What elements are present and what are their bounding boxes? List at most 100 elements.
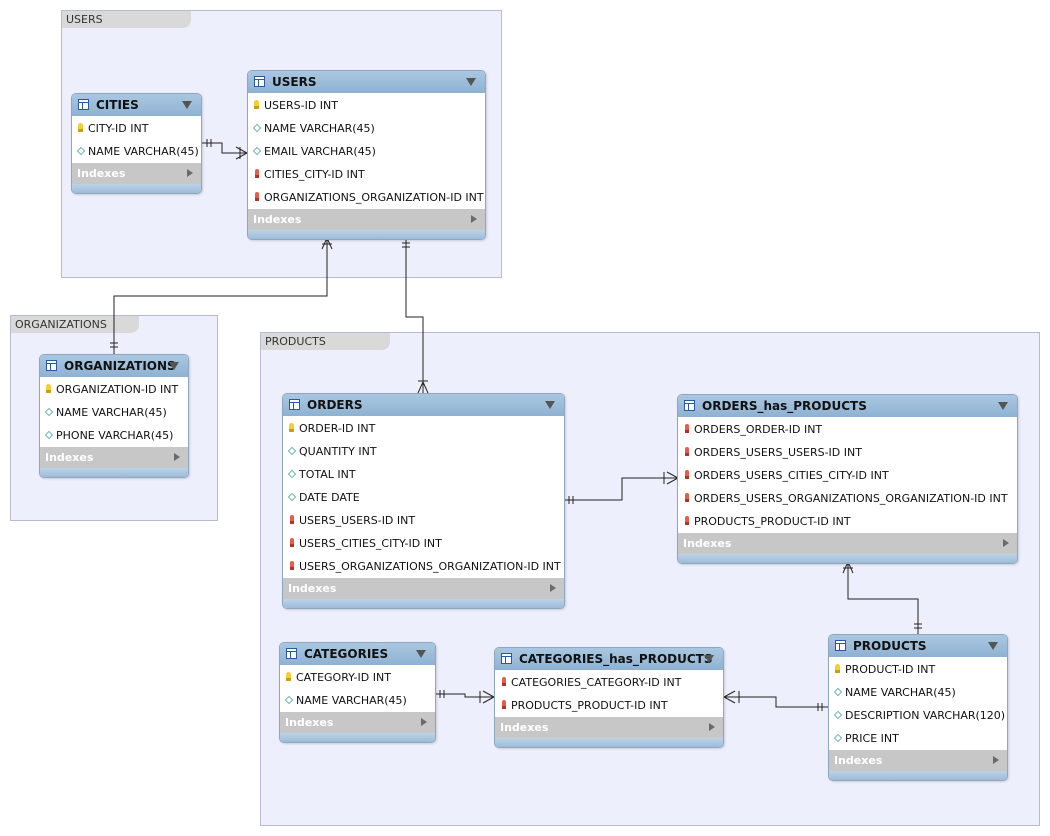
column-row[interactable]: TOTAL INT: [283, 463, 564, 486]
column-row[interactable]: PRODUCTS_PRODUCT-ID INT: [495, 694, 723, 717]
column-label: ORDERS_ORDER-ID INT: [694, 423, 823, 436]
column-row[interactable]: ORGANIZATIONS_ORGANIZATION-ID INT: [248, 186, 485, 209]
indexes-section[interactable]: Indexes: [40, 447, 188, 468]
expand-arrow-icon[interactable]: [174, 453, 180, 461]
collapse-arrow-icon[interactable]: [988, 642, 998, 650]
table-name: ORDERS_has_PRODUCTS: [702, 399, 867, 413]
layer-title: PRODUCTS: [261, 333, 390, 350]
column-row[interactable]: QUANTITY INT: [283, 440, 564, 463]
indexes-section[interactable]: Indexes: [280, 712, 435, 733]
column-row[interactable]: USERS_ORGANIZATIONS_ORGANIZATION-ID INT: [283, 555, 564, 578]
table-header[interactable]: CATEGORIES_has_PRODUCTS: [495, 648, 723, 670]
indexes-section[interactable]: Indexes: [72, 163, 201, 184]
indexes-section[interactable]: Indexes: [248, 209, 485, 230]
table-header[interactable]: CATEGORIES: [280, 643, 435, 665]
column-row[interactable]: CITIES_CITY-ID INT: [248, 163, 485, 186]
foreign-key-icon: [290, 515, 294, 524]
column-row[interactable]: USERS-ID INT: [248, 94, 485, 117]
column-row[interactable]: NAME VARCHAR(45): [72, 140, 201, 163]
indexes-label: Indexes: [285, 716, 334, 729]
column-row[interactable]: ORDERS_USERS_CITIES_CITY-ID INT: [678, 464, 1017, 487]
collapse-arrow-icon[interactable]: [416, 650, 426, 658]
column-row[interactable]: CITY-ID INT: [72, 117, 201, 140]
column-row[interactable]: PRODUCTS_PRODUCT-ID INT: [678, 510, 1017, 533]
indexes-section[interactable]: Indexes: [829, 750, 1007, 771]
column-row[interactable]: CATEGORY-ID INT: [280, 666, 435, 689]
column-diamond-icon: [252, 123, 262, 133]
relationship-users-organizations: [113, 238, 328, 354]
column-label: ORDERS_USERS_USERS-ID INT: [694, 446, 862, 459]
collapse-arrow-icon[interactable]: [545, 401, 555, 409]
column-row[interactable]: USERS_USERS-ID INT: [283, 509, 564, 532]
collapse-arrow-icon[interactable]: [182, 101, 192, 109]
column-diamond-icon: [76, 146, 86, 156]
collapse-arrow-icon[interactable]: [466, 78, 476, 86]
column-diamond-icon: [252, 146, 262, 156]
expand-arrow-icon[interactable]: [1003, 539, 1009, 547]
column-row[interactable]: DATE DATE: [283, 486, 564, 509]
column-row[interactable]: USERS_CITIES_CITY-ID INT: [283, 532, 564, 555]
column-list: ORDERS_ORDER-ID INT ORDERS_USERS_USERS-ID…: [678, 417, 1017, 533]
table-icon: [46, 360, 57, 371]
primary-key-icon: [254, 100, 259, 109]
collapse-arrow-icon[interactable]: [998, 402, 1008, 410]
expand-arrow-icon[interactable]: [471, 215, 477, 223]
column-row[interactable]: DESCRIPTION VARCHAR(120): [829, 704, 1007, 727]
column-row[interactable]: CATEGORIES_CATEGORY-ID INT: [495, 671, 723, 694]
column-label: ORDERS_USERS_CITIES_CITY-ID INT: [694, 469, 889, 482]
column-label: ORDER-ID INT: [299, 422, 376, 435]
table-name: PRODUCTS: [853, 639, 927, 653]
expand-arrow-icon[interactable]: [709, 723, 715, 731]
column-row[interactable]: NAME VARCHAR(45): [829, 681, 1007, 704]
foreign-key-icon: [685, 447, 689, 456]
collapse-arrow-icon[interactable]: [169, 362, 179, 370]
expand-arrow-icon[interactable]: [993, 756, 999, 764]
column-row[interactable]: PRICE INT: [829, 727, 1007, 750]
column-row[interactable]: ORDERS_USERS_ORGANIZATIONS_ORGANIZATION-…: [678, 487, 1017, 510]
expand-arrow-icon[interactable]: [187, 169, 193, 177]
column-row[interactable]: ORDERS_ORDER-ID INT: [678, 418, 1017, 441]
table-header[interactable]: ORDERS_has_PRODUCTS: [678, 395, 1017, 417]
table-users[interactable]: USERS USERS-ID INT NAME VARCHAR(45)EMAIL V…: [247, 70, 486, 240]
column-label: NAME VARCHAR(45): [88, 145, 199, 158]
column-row[interactable]: ORGANIZATION-ID INT: [40, 378, 188, 401]
column-row[interactable]: NAME VARCHAR(45): [280, 689, 435, 712]
expand-arrow-icon[interactable]: [550, 584, 556, 592]
relationship-ohp-orders: [564, 477, 678, 501]
indexes-section[interactable]: Indexes: [283, 578, 564, 599]
expand-arrow-icon[interactable]: [421, 718, 427, 726]
table-header[interactable]: CITIES: [72, 94, 201, 116]
column-row[interactable]: PRODUCT-ID INT: [829, 658, 1007, 681]
column-row[interactable]: NAME VARCHAR(45): [248, 117, 485, 140]
column-row[interactable]: ORDERS_USERS_USERS-ID INT: [678, 441, 1017, 464]
table-header[interactable]: USERS: [248, 71, 485, 93]
cardinality-one-mark: [914, 623, 922, 629]
table-header[interactable]: ORGANIZATIONS: [40, 355, 188, 377]
cardinality-many-mark: [722, 690, 740, 704]
column-row[interactable]: PHONE VARCHAR(45): [40, 424, 188, 447]
table-footer: [72, 184, 201, 193]
column-row[interactable]: NAME VARCHAR(45): [40, 401, 188, 424]
primary-key-icon: [835, 664, 840, 673]
column-label: DATE DATE: [299, 491, 360, 504]
table-footer: [280, 733, 435, 742]
indexes-section[interactable]: Indexes: [495, 717, 723, 738]
indexes-section[interactable]: Indexes: [678, 533, 1017, 554]
table-footer: [678, 554, 1017, 563]
table-header[interactable]: PRODUCTS: [829, 635, 1007, 657]
column-row[interactable]: EMAIL VARCHAR(45): [248, 140, 485, 163]
column-label: USERS-ID INT: [264, 99, 338, 112]
collapse-arrow-icon[interactable]: [704, 655, 714, 663]
column-row[interactable]: ORDER-ID INT: [283, 417, 564, 440]
table-icon: [501, 653, 512, 664]
column-diamond-icon: [284, 695, 294, 705]
primary-key-icon: [286, 672, 291, 681]
table-header[interactable]: ORDERS: [283, 394, 564, 416]
